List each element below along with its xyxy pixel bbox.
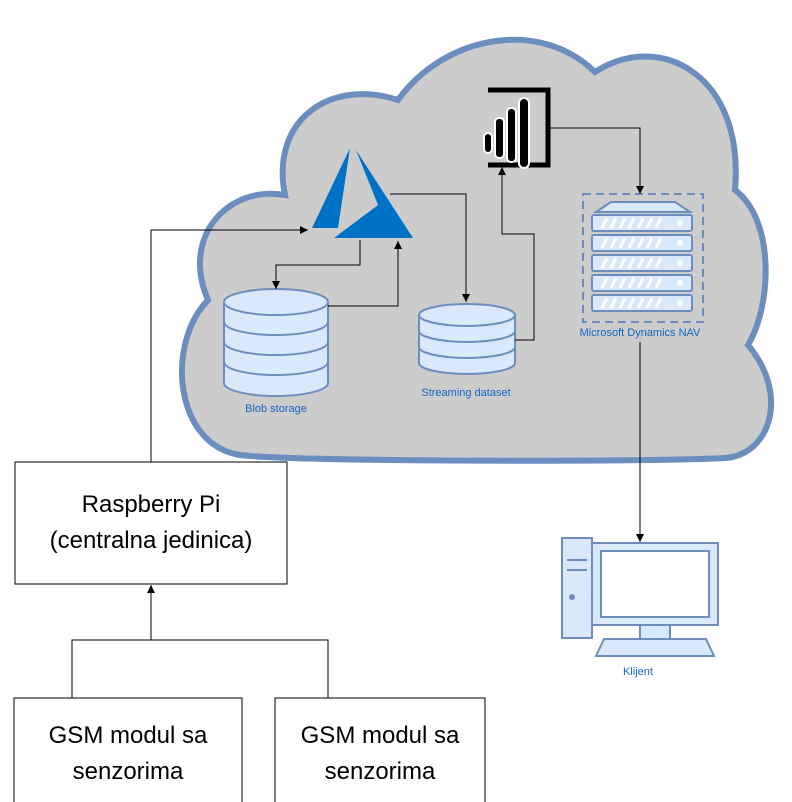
connector-azure-to-streaming — [390, 193, 470, 302]
blob-storage-database-icon — [223, 288, 329, 397]
connector-gsm-to-raspberry — [71, 585, 329, 698]
gsm-module-right-box — [274, 697, 486, 802]
gsm-module-right-title: GSM modul sa — [301, 722, 460, 749]
raspberry-pi-subtitle: (centralna jedinica) — [50, 527, 253, 554]
streaming-dataset-database-icon — [418, 303, 516, 375]
computer-icon — [561, 537, 719, 657]
dynamics-nav-label: Microsoft Dynamics NAV — [580, 327, 701, 339]
gsm-module-left-title: GSM modul sa — [49, 722, 208, 749]
connector-powerbi-to-nav — [548, 127, 644, 194]
power-bi-icon — [483, 87, 551, 169]
connector-streaming-to-powerbi — [498, 167, 535, 341]
client-label: Klijent — [623, 666, 653, 678]
blob-storage-label: Blob storage — [245, 403, 307, 415]
connector-blob-to-azure — [328, 241, 402, 307]
gsm-module-left-subtitle: senzorima — [73, 758, 184, 785]
raspberry-pi-box — [14, 461, 288, 585]
raspberry-pi-title: Raspberry Pi — [82, 491, 221, 518]
connector-raspberry-to-azure — [150, 226, 308, 462]
streaming-dataset-label: Streaming dataset — [421, 387, 510, 399]
server-icon — [582, 193, 704, 323]
gsm-module-right-subtitle: senzorima — [325, 758, 436, 785]
gsm-module-left-box — [13, 697, 243, 802]
azure-logo-icon — [312, 148, 413, 238]
connector-azure-to-blob — [272, 240, 361, 289]
cloud-shape — [179, 36, 774, 464]
